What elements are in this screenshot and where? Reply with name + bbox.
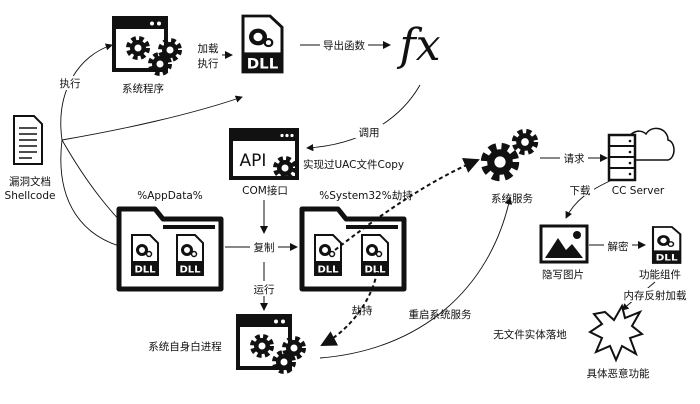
call-label: 调用 <box>359 127 380 139</box>
export-function-label: 导出函数 <box>323 39 365 52</box>
document-shellcode-label: Shellcode <box>5 190 56 202</box>
restart-service-arrow <box>319 197 513 359</box>
appdata-folder-icon: DLL DLL <box>119 209 221 289</box>
api-window-icon: API <box>229 128 299 180</box>
document-icon <box>13 115 43 165</box>
feature-dll-icon: DLL <box>651 225 682 265</box>
system32-folder-icon: DLL DLL <box>302 209 404 289</box>
load-execute-label: 执行 <box>198 57 219 70</box>
system-service-gears-icon <box>486 132 535 176</box>
document-label: 漏洞文档 <box>9 175 51 188</box>
restart-service-label: 重启系统服务 <box>409 308 472 321</box>
hijack-to-service-arrow <box>334 158 480 251</box>
decrypt-label: 解密 <box>608 240 629 253</box>
load-label: 加载 <box>198 43 219 55</box>
malicious-function-label: 具体恶意功能 <box>587 367 650 380</box>
feature-dll-text: DLL <box>656 253 678 263</box>
white-process-label: 系统自身白进程 <box>148 340 222 353</box>
system32-dll1-text: DLL <box>317 265 339 276</box>
stego-image-icon <box>539 224 589 264</box>
hijack-arrow <box>320 271 378 346</box>
com-interface-label: COM接口 <box>242 184 288 197</box>
fileless-label: 无文件实体落地 <box>493 328 567 341</box>
execute-arrow <box>60 43 113 141</box>
dll-file-text: DLL <box>247 57 279 72</box>
system-service-label: 系统服务 <box>491 192 533 205</box>
cc-server-label: CC Server <box>612 185 665 197</box>
system32-folder-label: %System32%劫持 <box>319 189 413 202</box>
system-program-icon <box>112 16 179 73</box>
run-label: 运行 <box>254 283 275 296</box>
hijack-label: 劫持 <box>352 304 373 317</box>
execute-label: 执行 <box>60 77 81 90</box>
dll-file-icon: DLL <box>243 16 282 72</box>
api-icon-text: API <box>240 151 267 171</box>
system-program-label: 系统程序 <box>122 82 164 95</box>
cc-server-icon <box>607 127 675 182</box>
appdata-dll1-text: DLL <box>134 265 156 276</box>
appdata-dll2-text: DLL <box>179 265 201 276</box>
stego-image-label: 隐写图片 <box>542 268 584 281</box>
fx-icon: fx <box>396 20 440 71</box>
copy-label: 复制 <box>254 241 275 254</box>
feature-component-label: 功能组件 <box>639 268 681 281</box>
download-label: 下载 <box>570 185 591 197</box>
reflective-load-label: 内存反射加载 <box>624 289 687 302</box>
uac-copy-note: 实现过UAC文件Copy <box>303 158 404 171</box>
system32-dll2-text: DLL <box>364 265 386 276</box>
appdata-folder-label: %AppData% <box>137 190 203 202</box>
malicious-burst-icon <box>588 303 645 363</box>
request-label: 请求 <box>564 152 585 165</box>
shellcode-to-dll-arrow <box>61 95 243 141</box>
white-process-icon <box>236 314 303 371</box>
